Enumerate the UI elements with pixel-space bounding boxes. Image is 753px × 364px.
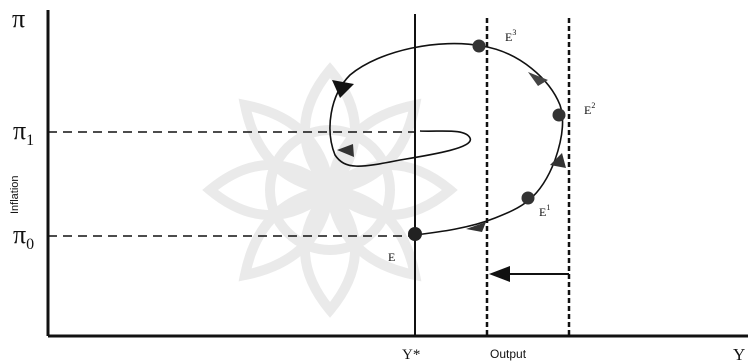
x-potential-label: Y* (402, 347, 421, 363)
arrowhead (528, 72, 548, 86)
label-E: E (388, 250, 396, 264)
x-axis-title: Output (490, 347, 527, 361)
x-axis-symbol: Y (733, 345, 746, 364)
pi1-sub: 1 (26, 132, 35, 149)
y-axis-title: Inflation (9, 175, 21, 214)
pi0-base: π (13, 220, 27, 249)
E2-base: E (584, 103, 592, 117)
pi1-base: π (13, 116, 27, 145)
arrowhead (337, 144, 354, 157)
E3-base: E (505, 30, 513, 44)
point-E1 (521, 191, 535, 205)
arrowhead (550, 153, 566, 168)
y-axis-symbol: π (12, 4, 26, 33)
E2-sup: 2 (591, 101, 596, 110)
label-E1: E1 (539, 203, 551, 219)
arrowhead (332, 80, 354, 98)
point-E2 (552, 108, 566, 122)
pi0-label: π0 (13, 222, 34, 253)
shift-arrowhead (489, 266, 510, 282)
point-E (408, 227, 422, 241)
E1-sup: 1 (546, 203, 551, 212)
label-E2: E2 (584, 101, 596, 117)
point-E3 (472, 39, 486, 53)
label-E3: E3 (505, 28, 517, 44)
E3-sup: 3 (512, 28, 517, 37)
pi1-label: π1 (13, 118, 34, 149)
arrowhead (466, 222, 486, 232)
E1-base: E (539, 205, 547, 219)
pi0-sub: 0 (26, 236, 35, 253)
